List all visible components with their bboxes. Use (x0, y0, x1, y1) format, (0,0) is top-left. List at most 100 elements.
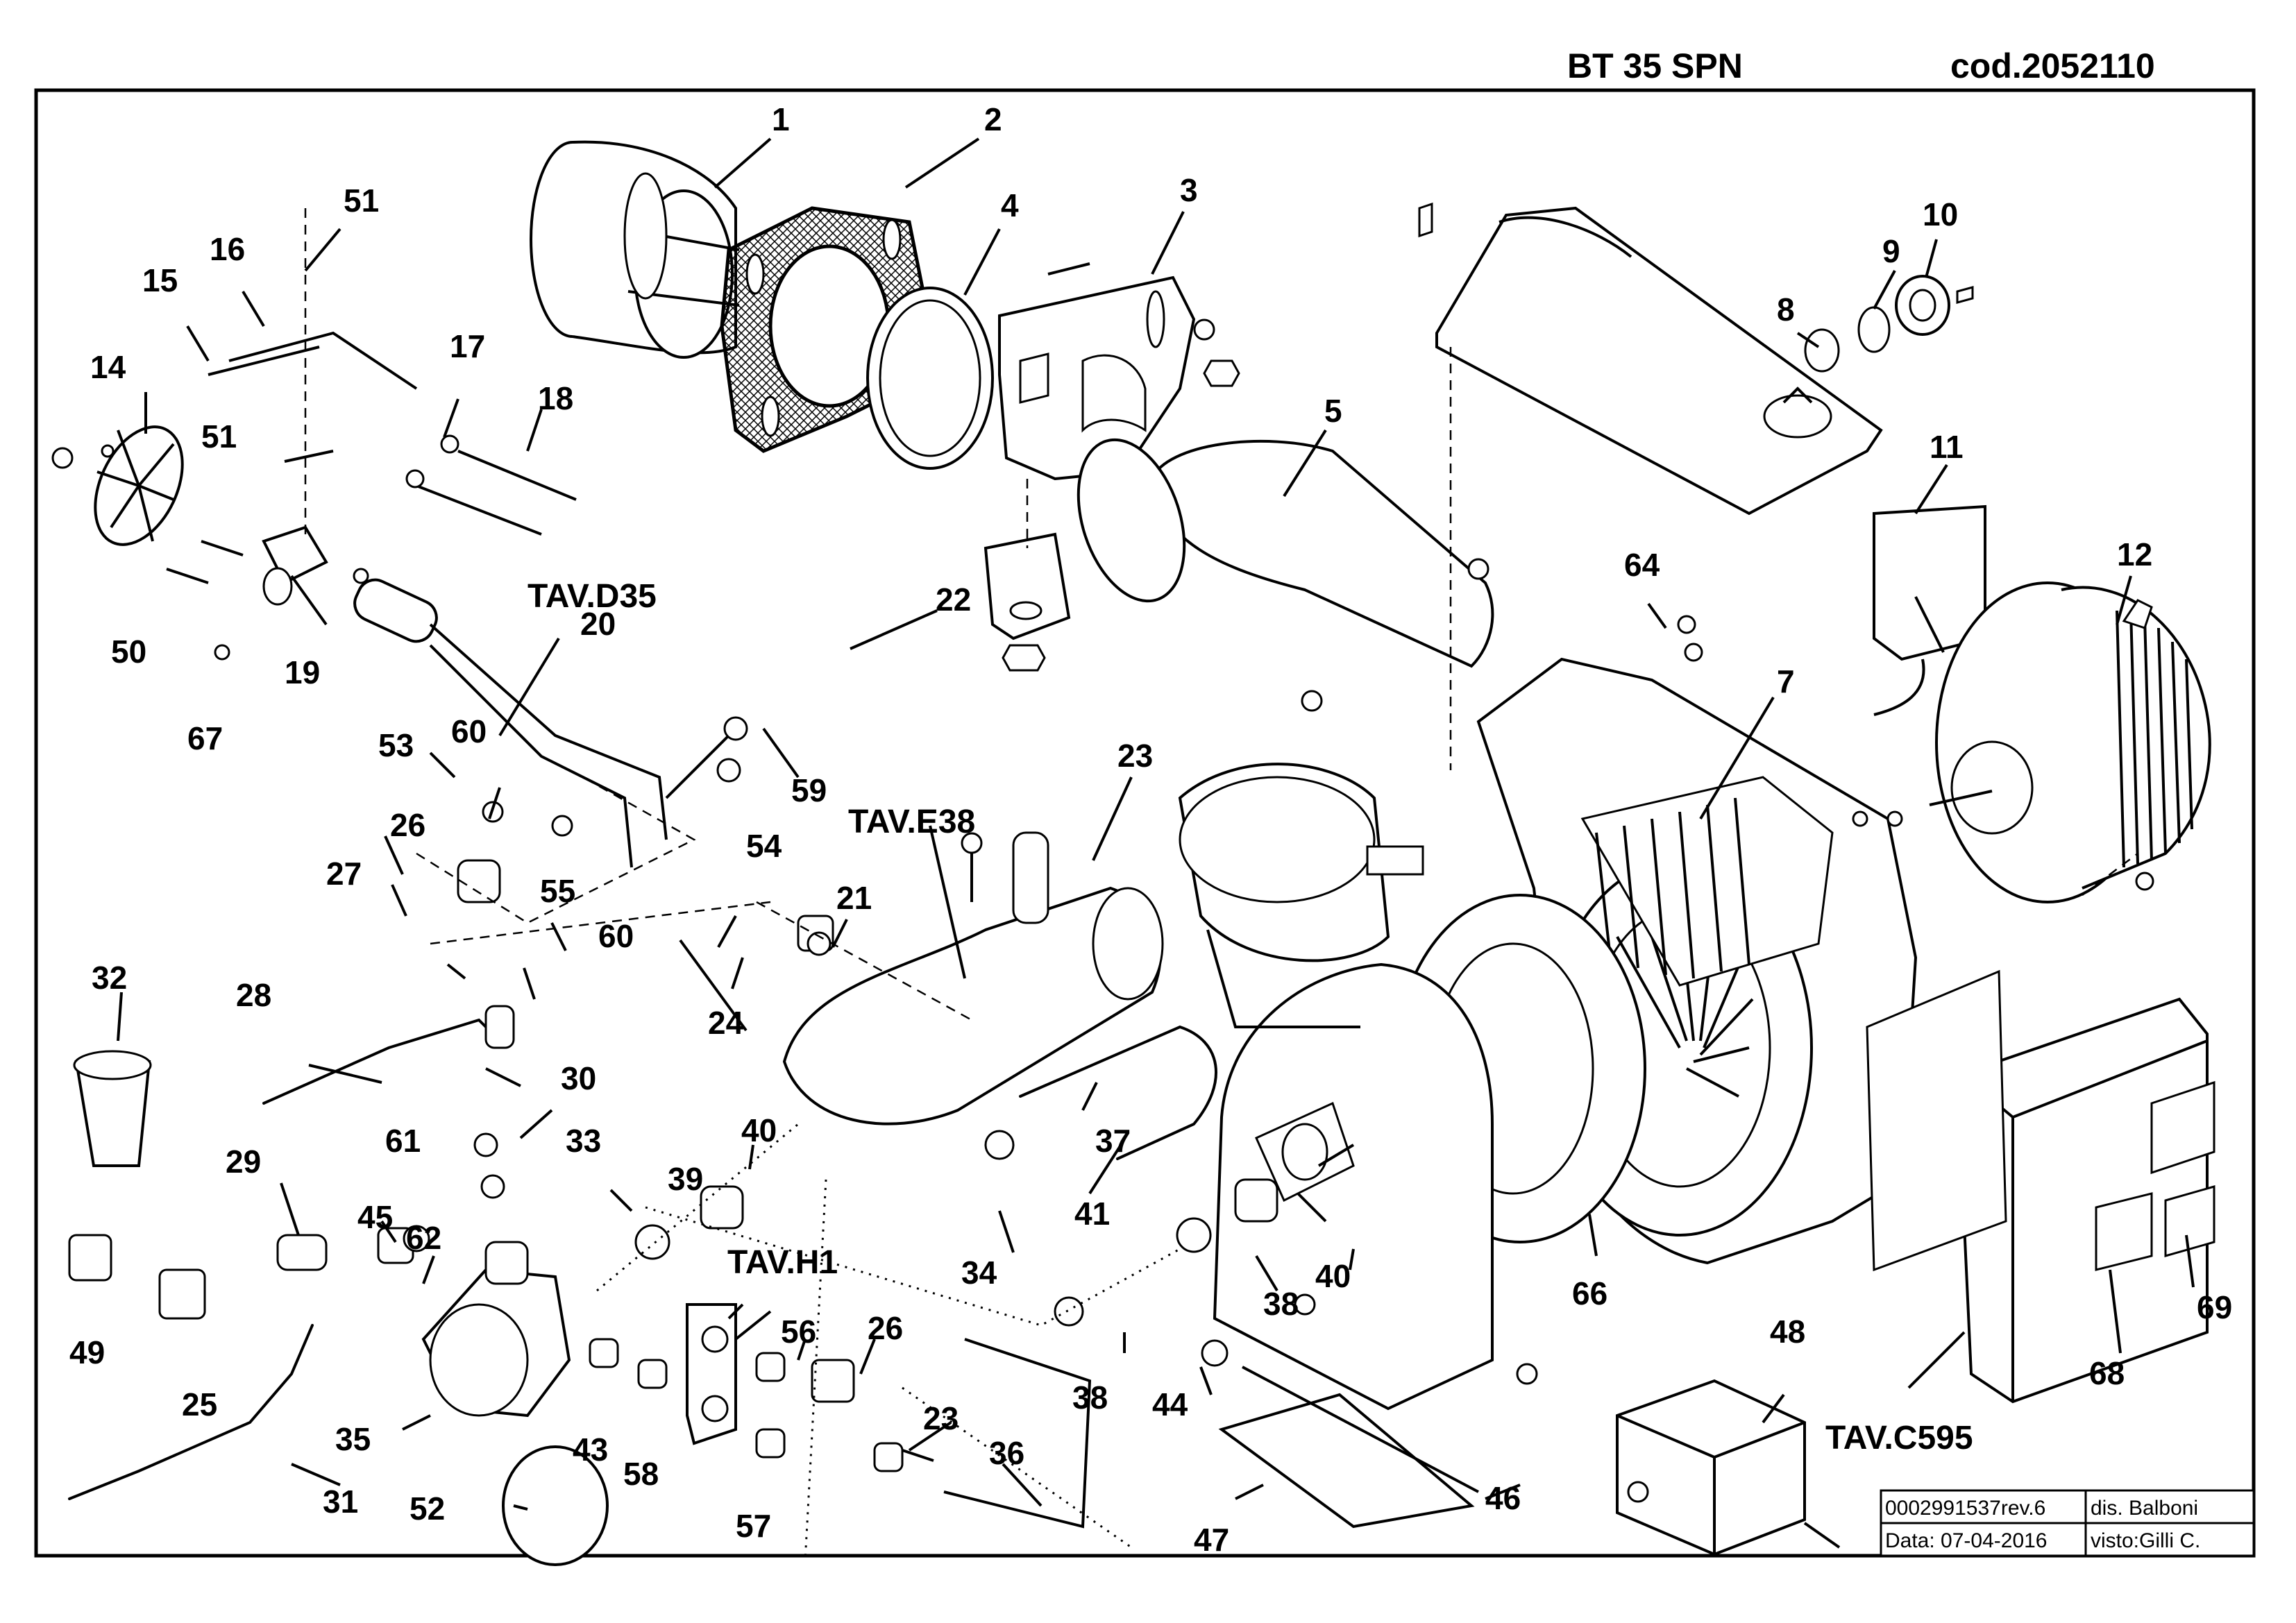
callout-46: 46 (1485, 1480, 1521, 1516)
callout-15: 15 (142, 262, 178, 298)
callout-21: 21 (836, 880, 872, 916)
callout-39: 39 (668, 1161, 703, 1197)
callout-27: 27 (326, 856, 362, 892)
callout-3: 3 (1180, 172, 1198, 208)
callout-20: 20 (580, 606, 616, 642)
callout-10: 10 (1923, 196, 1958, 232)
part-housing-cover (1418, 202, 1883, 770)
callout-44: 44 (1152, 1386, 1188, 1422)
drawing-code: cod.2052110 (1950, 46, 2155, 85)
part-blast-tube (1077, 438, 1494, 668)
callout-49: 49 (69, 1334, 105, 1370)
part-air-intake (1213, 962, 1494, 1411)
callout-58: 58 (623, 1456, 659, 1492)
callout-11: 11 (1930, 429, 1964, 465)
callout-69: 69 (2197, 1289, 2232, 1325)
callout-62: 62 (406, 1220, 441, 1256)
callout-23b: 23 (923, 1400, 959, 1436)
callout-23a: 23 (1117, 738, 1153, 774)
callout-40b: 40 (1315, 1258, 1351, 1294)
callout-26b: 26 (868, 1310, 903, 1346)
drawing-frame (34, 88, 2256, 1558)
title-block: 0002991537rev.6 dis. Balboni Data: 07-04… (1880, 1489, 2255, 1557)
callout-29: 29 (226, 1144, 261, 1180)
part-filter-cup (73, 1050, 152, 1167)
part-flange-gasket (720, 206, 932, 453)
callout-38a: 38 (1263, 1286, 1299, 1322)
callout-31: 31 (323, 1484, 358, 1520)
callout-17: 17 (450, 328, 485, 364)
ref-tav-c595: TAV.C595 (1825, 1420, 1973, 1456)
callout-5: 5 (1324, 393, 1342, 429)
callout-25: 25 (182, 1386, 217, 1422)
callout-14: 14 (90, 349, 126, 385)
part-oil-pump (421, 1241, 571, 1418)
callout-28: 28 (236, 977, 271, 1013)
callout-60b: 60 (598, 918, 634, 954)
drawing-number: 0002991537rev.6 (1885, 1497, 2045, 1520)
callout-50: 50 (111, 634, 146, 670)
callout-7: 7 (1777, 663, 1795, 699)
part-electrode-holder (166, 525, 328, 606)
callout-53: 53 (378, 727, 414, 763)
callout-4: 4 (1001, 187, 1019, 223)
part-preheater (782, 831, 1164, 1125)
callout-24: 24 (708, 1005, 744, 1041)
callout-36: 36 (989, 1435, 1024, 1471)
callout-35: 35 (335, 1421, 371, 1457)
callout-37: 37 (1095, 1123, 1131, 1159)
part-swirler-disc (94, 425, 184, 546)
callout-16: 16 (210, 231, 245, 267)
callout-30: 30 (561, 1060, 596, 1096)
drawn-by: dis. Balboni (2091, 1497, 2198, 1520)
ref-tav-e38: TAV.E38 (848, 804, 975, 840)
drawing-date: Data: 07-04-2016 (1885, 1529, 2048, 1552)
callout-67: 67 (187, 720, 223, 756)
part-valve-block (686, 1303, 737, 1445)
model-title: BT 35 SPN (1567, 46, 1743, 85)
callout-43: 43 (573, 1431, 608, 1468)
callout-68: 68 (2089, 1355, 2125, 1391)
callout-32: 32 (92, 960, 127, 996)
assembly-lines (304, 208, 2138, 1562)
part-damper-shell (1178, 763, 1424, 1028)
fittings (51, 444, 2154, 1503)
callout-48: 48 (1770, 1314, 1805, 1350)
part-flexible-hose-lower (68, 1324, 314, 1500)
callout-61: 61 (385, 1123, 421, 1159)
callout-38b: 38 (1072, 1379, 1108, 1416)
leader-lines (117, 137, 2195, 1549)
part-heater-pipe (1019, 1025, 1217, 1160)
callout-55: 55 (540, 873, 575, 909)
callout-52: 52 (410, 1490, 445, 1527)
part-flexible-hose-upper (262, 1018, 501, 1105)
callout-51a: 51 (344, 182, 379, 219)
callout-2: 2 (984, 101, 1002, 137)
callout-22: 22 (936, 581, 971, 618)
part-ring-gasket (866, 287, 994, 470)
callout-66: 66 (1572, 1275, 1607, 1311)
part-combustion-head (530, 140, 740, 359)
callout-labels: 1 2 3 4 5 7 8 9 10 11 12 14 15 16 17 18 … (69, 101, 2232, 1558)
callout-56: 56 (781, 1314, 816, 1350)
callout-51b: 51 (201, 418, 237, 454)
callout-26a: 26 (390, 807, 425, 843)
part-ignition-transformer (1616, 1379, 1806, 1556)
checked-by: visto:Gilli C. (2091, 1529, 2200, 1552)
part-control-box (1866, 969, 2215, 1404)
callout-12: 12 (2117, 536, 2152, 572)
part-return-pipe (943, 1338, 1092, 1529)
part-nozzle-line (353, 578, 730, 868)
ref-tav-h1: TAV.H1 (727, 1244, 838, 1281)
part-pump-gasket (502, 1445, 609, 1566)
part-ignition-cables (208, 331, 577, 536)
table-references: TAV.D35 TAV.E38 TAV.H1 TAV.C595 (527, 578, 1973, 1456)
callout-33: 33 (566, 1123, 601, 1159)
callout-60a: 60 (451, 713, 487, 749)
callout-59: 59 (791, 772, 827, 808)
callout-40a: 40 (741, 1112, 777, 1148)
callout-34: 34 (961, 1255, 997, 1291)
callout-45: 45 (357, 1199, 393, 1235)
callout-9: 9 (1882, 233, 1900, 269)
